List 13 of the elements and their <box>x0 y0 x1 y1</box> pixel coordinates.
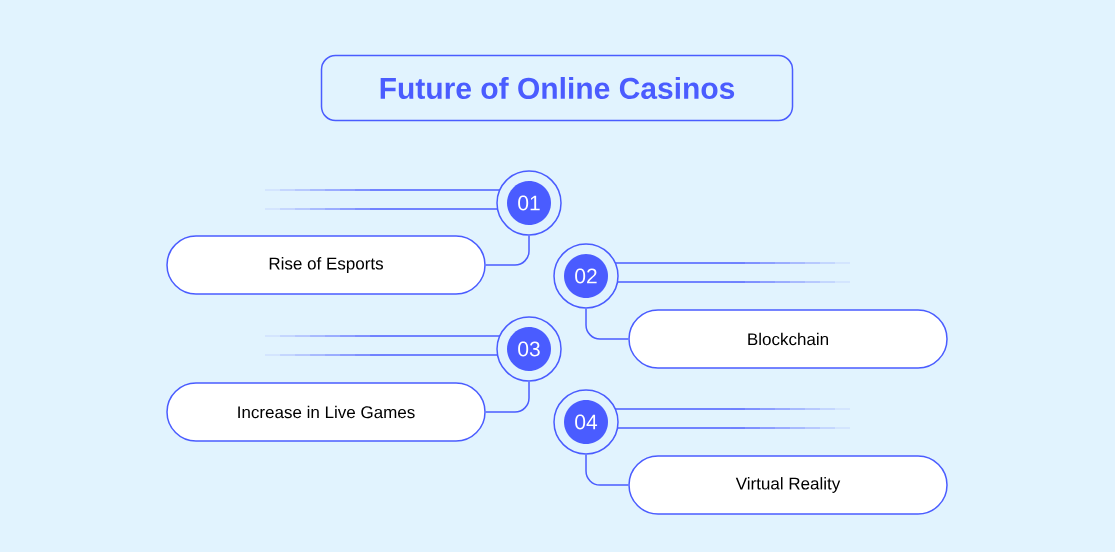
connector-line <box>585 308 629 340</box>
topic-pill: Virtual Reality <box>628 455 948 515</box>
number-badge: 01 <box>496 170 562 236</box>
topic-pill: Rise of Esports <box>166 235 486 295</box>
connector-line <box>485 235 530 266</box>
title-box: Future of Online Casinos <box>320 54 794 122</box>
topic-pill: Increase in Live Games <box>166 382 486 442</box>
connector-line <box>585 454 629 486</box>
connector-line <box>485 381 530 413</box>
topic-pill: Blockchain <box>628 309 948 369</box>
number-badge: 04 <box>553 389 619 455</box>
number-badge: 02 <box>553 243 619 309</box>
number-badge: 03 <box>496 316 562 382</box>
